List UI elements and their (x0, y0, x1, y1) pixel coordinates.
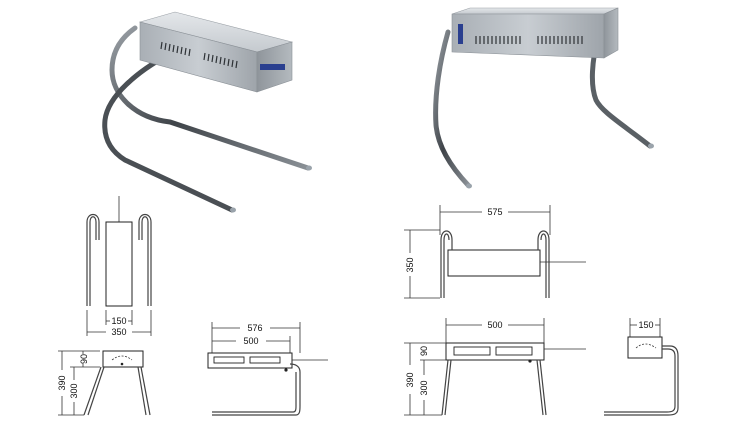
dim-width: 150 (638, 320, 653, 330)
product-photo-left (102, 11, 312, 213)
brand-plate (260, 64, 285, 70)
dim-width-inner: 150 (111, 316, 126, 326)
dim-height-leg: 300 (419, 380, 429, 395)
drawing-side-small: 390 300 90 (57, 350, 151, 416)
drawing-side-large: 500 390 300 90 (404, 318, 586, 416)
dim-height-box: 90 (419, 346, 429, 356)
drawing-front-large: 575 350 (404, 205, 586, 299)
rod-back (589, 35, 653, 149)
product-photo-right (433, 7, 654, 189)
vent-slots (475, 36, 583, 44)
dim-width-outer: 350 (111, 327, 126, 337)
dim-height-leg: 300 (69, 383, 79, 398)
dim-height: 350 (405, 257, 415, 272)
drawing-top-small: 576 500 (207, 322, 328, 416)
dim-height-box: 90 (79, 354, 89, 364)
dim-height-total: 390 (57, 375, 67, 390)
dim-length: 500 (487, 320, 502, 330)
dim-length-inner: 500 (243, 336, 258, 346)
lamp-box-top (451, 7, 619, 15)
brand-plate (458, 24, 463, 44)
drawing-front-small: 150 350 (86, 196, 152, 337)
rod-front (433, 29, 471, 188)
rod-front (102, 52, 235, 213)
lamp-box-front (451, 13, 605, 59)
dim-length-outer: 576 (247, 323, 262, 333)
vent-slots (160, 41, 238, 69)
dim-height-total: 390 (405, 372, 415, 387)
drawing-end-large: 150 (604, 318, 679, 416)
dim-width: 575 (487, 207, 502, 217)
lamp-box-end (603, 7, 619, 59)
rod-back (109, 25, 311, 171)
